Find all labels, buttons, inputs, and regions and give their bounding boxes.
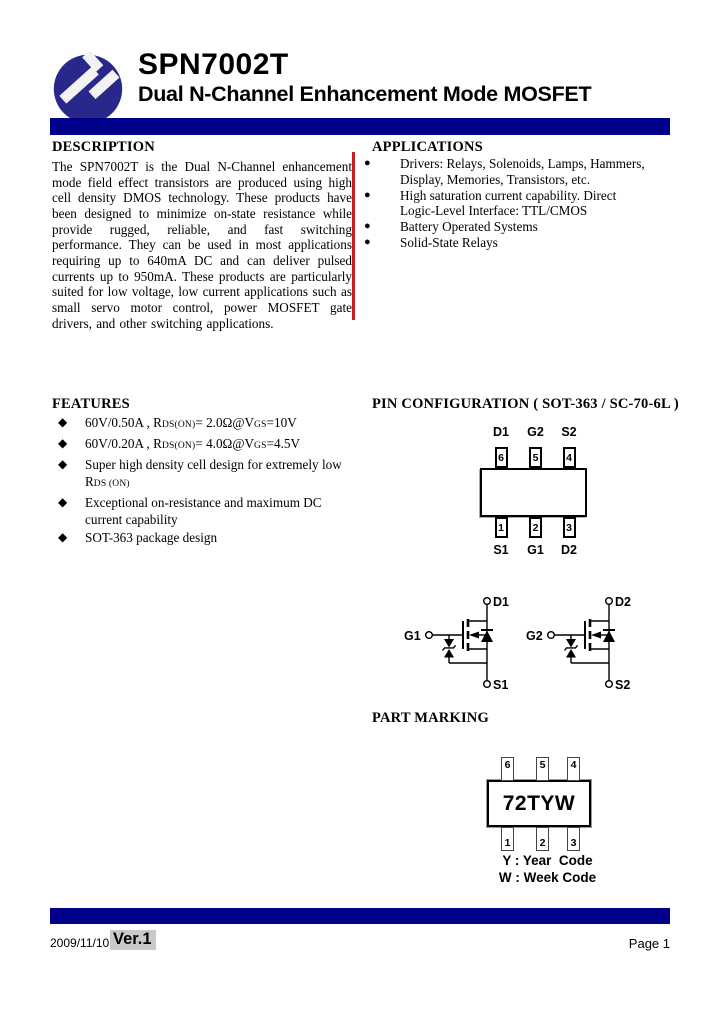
diamond-bullet-icon: ◆ — [58, 530, 68, 544]
pin-configuration-heading: PIN CONFIGURATION ( SOT-363 / SC-70-6L ) — [372, 396, 679, 412]
feature-item-text: Exceptional on-resistance and maximum DC… — [85, 494, 322, 528]
feature-item-text: Super high density cell design for extre… — [85, 456, 342, 493]
part-marking-heading: PART MARKING — [372, 710, 489, 726]
description-body: The SPN7002T is the Dual N-Channel enhan… — [52, 159, 352, 331]
pin-name-label: S2 — [561, 425, 577, 439]
feature-item-text: 60V/0.20A , RDS(ON)= 4.0Ω@VGS=4.5V — [85, 435, 300, 455]
pin-name-label: D1 — [493, 425, 509, 439]
feature-item: ◆ Exceptional on-resistance and maximum D… — [52, 494, 372, 528]
page-subtitle: Dual N-Channel Enhancement Mode MOSFET — [138, 82, 592, 106]
text-line: Display, Memories, Transistors, etc. — [400, 171, 590, 187]
pin-name-label: G2 — [527, 425, 544, 439]
description-section: DESCRIPTION The SPN7002T is the Dual N-C… — [52, 139, 352, 331]
text-line: current capability — [85, 512, 178, 527]
diamond-bullet-icon: ◆ — [58, 495, 68, 509]
pin-name-label: D2 — [561, 543, 577, 557]
pin-number-box: 3 — [567, 827, 580, 851]
application-item-text: Battery Operated Systems — [400, 219, 538, 235]
pin-number-box: 5 — [529, 447, 542, 468]
page-title: SPN7002T — [138, 48, 289, 81]
text-line: Solid-State Relays — [400, 234, 498, 250]
feature-item-text: 60V/0.50A , RDS(ON)= 2.0Ω@VGS=10V — [85, 414, 297, 434]
source-label: S1 — [493, 678, 508, 692]
footer-date: 2009/11/10 — [50, 936, 110, 950]
bullet-icon: ● — [364, 235, 371, 248]
part-marking-notes: Y : Year Code W : Week Code — [440, 852, 655, 886]
text-line: Battery Operated Systems — [400, 219, 538, 235]
feature-item: ◆ 60V/0.20A , RDS(ON)= 4.0Ω@VGS=4.5V — [52, 435, 372, 455]
footer-rule-bar — [50, 908, 670, 924]
feature-item: ◆ Super high density cell design for extr… — [52, 456, 372, 493]
text-line: Drivers: Relays, Solenoids, Lamps, Hamme… — [400, 156, 645, 171]
text-line: Logic-Level Interface: TTL/CMOS — [400, 203, 588, 219]
package-body: 72TYW — [486, 779, 592, 828]
header-rule-bar — [50, 118, 670, 135]
text-line: Exceptional on-resistance and maximum DC — [85, 495, 322, 510]
features-heading: FEATURES — [52, 396, 130, 412]
text-line: High saturation current capability. Dire… — [400, 187, 617, 203]
footer-version-badge: Ver.1 — [110, 930, 156, 950]
pin-number-box: 5 — [536, 757, 549, 781]
header-title-block: SPN7002T Dual N-Channel Enhancement Mode… — [138, 48, 678, 107]
text-line: RDS (ON) — [85, 474, 130, 489]
pin-number-box: 1 — [494, 517, 508, 538]
features-section: FEATURES ◆ 60V/0.50A , RDS(ON)= 2.0Ω@VGS=… — [52, 396, 372, 546]
application-item: ● High saturation current capability. Dir… — [362, 188, 664, 220]
text-line: 60V/0.50A , RDS(ON)= 2.0Ω@VGS=10V — [85, 415, 297, 430]
mosfet-symbol-1: G1 D1 S1 — [404, 595, 509, 692]
gate-label: G1 — [404, 629, 421, 643]
application-item-text: High saturation current capability. Dire… — [400, 188, 616, 220]
features-list: ◆ 60V/0.50A , RDS(ON)= 2.0Ω@VGS=10V ◆ 60V/0… — [52, 414, 372, 546]
text-line: SOT-363 package design — [85, 530, 218, 545]
marking-code: 72TYW — [502, 791, 576, 815]
applications-section: APPLICATIONS ● Drivers: Relays, Solenoids… — [362, 139, 664, 251]
pin-number-box: 6 — [494, 447, 508, 468]
text-line: Super high density cell design for extre… — [85, 457, 342, 472]
text-line: 60V/0.20A , RDS(ON)= 4.0Ω@VGS=4.5V — [85, 436, 301, 451]
pin-number-box: 4 — [562, 447, 576, 468]
drain-label: D2 — [615, 595, 631, 609]
gate-label: G2 — [526, 629, 543, 643]
mosfet-symbol-2: G2 D2 S2 — [526, 595, 631, 692]
diamond-bullet-icon: ◆ — [58, 436, 68, 450]
applications-list: ● Drivers: Relays, Solenoids, Lamps, Hamm… — [362, 156, 664, 251]
applications-heading: APPLICATIONS — [372, 139, 483, 155]
application-item: ● Drivers: Relays, Solenoids, Lamps, Hamm… — [362, 156, 664, 188]
application-item: ● Battery Operated Systems — [362, 219, 664, 235]
pin-number-box: 3 — [562, 517, 576, 538]
feature-item-text: SOT-363 package design — [85, 529, 217, 546]
footer-page-number: Page 1 — [628, 936, 670, 951]
pin-number-box: 4 — [567, 757, 580, 781]
drain-label: D1 — [493, 595, 509, 609]
marking-note-line: Y : Year Code — [502, 853, 593, 868]
application-item: ● Solid-State Relays — [362, 235, 664, 251]
pin-name-label: G1 — [527, 543, 544, 557]
package-body — [480, 468, 587, 517]
pin-number-box: 6 — [501, 757, 514, 781]
pin-number-box: 2 — [536, 827, 549, 851]
marking-note-line: W : Week Code — [498, 870, 597, 885]
application-item-text: Solid-State Relays — [400, 235, 498, 251]
revision-change-bar — [352, 152, 355, 320]
application-item-text: Drivers: Relays, Solenoids, Lamps, Hamme… — [400, 156, 645, 188]
bullet-icon: ● — [364, 220, 371, 233]
bullet-icon: ● — [364, 188, 371, 201]
description-heading: DESCRIPTION — [52, 139, 155, 155]
pin-number-box: 1 — [501, 827, 514, 851]
bullet-icon: ● — [364, 157, 371, 169]
diamond-bullet-icon: ◆ — [58, 457, 68, 471]
source-label: S2 — [615, 678, 630, 692]
diamond-bullet-icon: ◆ — [58, 415, 68, 429]
feature-item: ◆ SOT-363 package design — [52, 529, 372, 546]
pin-number-box: 2 — [529, 517, 542, 538]
pin-name-label: S1 — [493, 543, 509, 557]
manufacturer-logo-icon — [53, 50, 123, 124]
feature-item: ◆ 60V/0.50A , RDS(ON)= 2.0Ω@VGS=10V — [52, 414, 372, 434]
